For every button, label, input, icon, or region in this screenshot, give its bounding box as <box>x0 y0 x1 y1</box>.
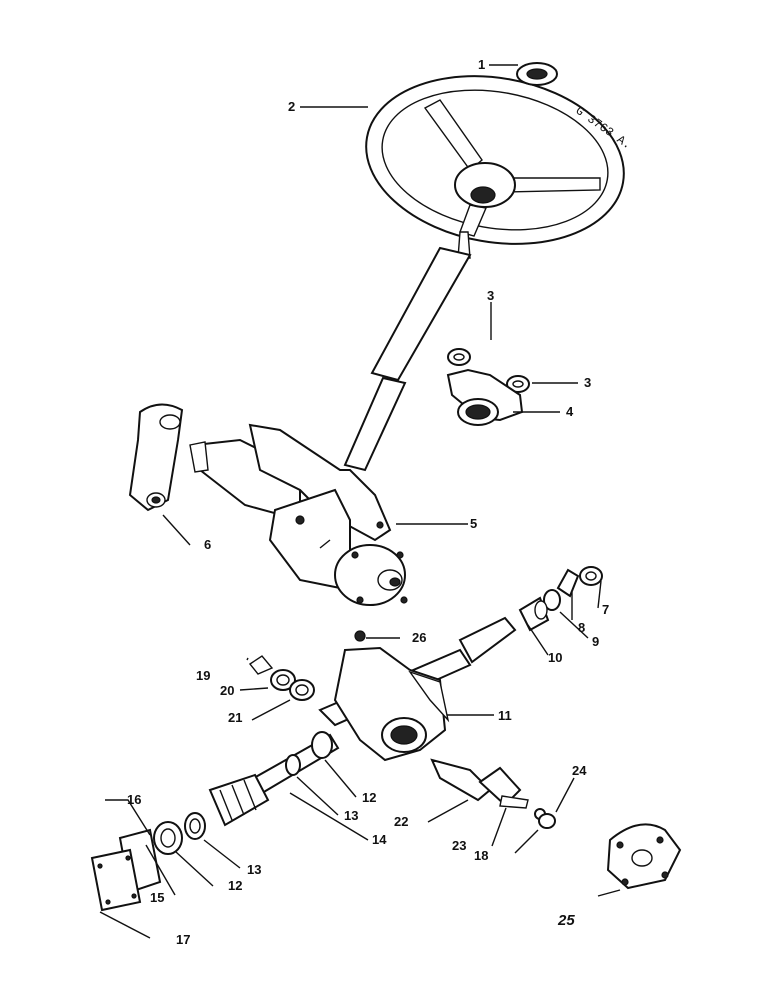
callout-13: 13 <box>247 862 261 877</box>
callout-24: 24 <box>572 763 587 778</box>
callout-26: 26 <box>412 630 426 645</box>
bearing-set <box>153 812 206 855</box>
callout-12: 12 <box>228 878 242 893</box>
callout-18: 18 <box>474 848 488 863</box>
callout-21: 21 <box>228 710 242 725</box>
horn-cap <box>516 62 558 86</box>
callout-12: 12 <box>362 790 376 805</box>
callout-23: 23 <box>452 838 466 853</box>
callout-4: 4 <box>566 404 574 419</box>
callout-6: 6 <box>204 537 211 552</box>
callout-3: 3 <box>584 375 591 390</box>
callout-11: 11 <box>498 708 512 723</box>
callout-7: 7 <box>602 602 609 617</box>
mounting-clamp <box>446 368 524 426</box>
side-cover <box>606 823 682 890</box>
callout-19: 19 <box>196 668 210 683</box>
callout-14: 14 <box>372 832 387 847</box>
adjuster-parts <box>518 566 603 632</box>
steering-box <box>189 423 408 606</box>
callout-1: 1 <box>478 57 485 72</box>
callout-25: 25 <box>557 912 575 929</box>
callout-20: 20 <box>220 683 234 698</box>
gear-housing <box>318 616 517 762</box>
callout-9: 9 <box>592 634 599 649</box>
callout-16: 16 <box>127 792 141 807</box>
rocker-shaft <box>430 758 556 829</box>
rocker-parts <box>248 655 315 701</box>
steering-column <box>343 231 472 472</box>
callout-8: 8 <box>578 620 585 635</box>
callout-17: 17 <box>176 932 190 947</box>
callout-labels: 1 2 3 3 4 5 6 7 8 9 10 11 12 12 13 13 14… <box>127 57 609 947</box>
end-cover <box>90 828 162 912</box>
callout-10: 10 <box>548 650 562 665</box>
leader-lines <box>99 64 621 939</box>
worm-shaft <box>208 731 340 827</box>
callout-5: 5 <box>470 516 477 531</box>
callout-2: 2 <box>288 99 295 114</box>
callout-15: 15 <box>150 890 164 905</box>
callout-3: 3 <box>487 288 494 303</box>
drop-arm <box>128 403 184 512</box>
callout-13: 13 <box>344 808 358 823</box>
steering-wheel: G 3763 A. <box>365 75 634 245</box>
callout-22: 22 <box>394 814 408 829</box>
clamp-washers <box>447 348 530 393</box>
